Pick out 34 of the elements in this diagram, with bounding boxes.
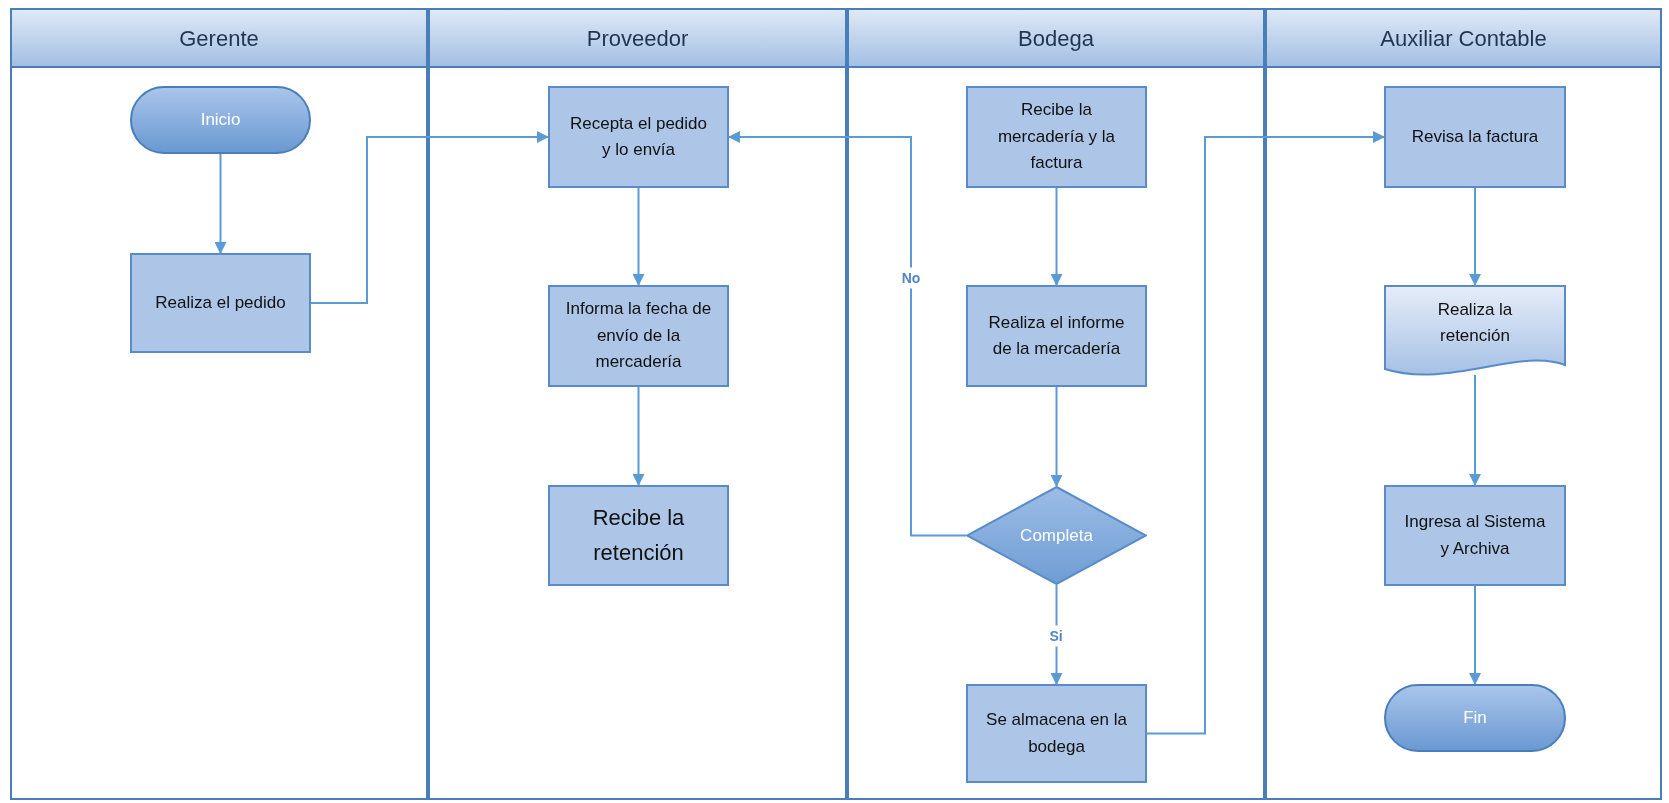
edge-label: Si (1047, 625, 1065, 647)
swimlane (847, 8, 1265, 800)
process-box: Ingresa al Sistema y Archiva (1384, 485, 1566, 586)
connector-arrow (632, 187, 645, 286)
terminator: Fin (1384, 684, 1566, 752)
edge-label: No (899, 267, 923, 289)
connector-arrow (1050, 386, 1063, 487)
decision-diamond: Completa (966, 486, 1147, 585)
terminator: Inicio (130, 86, 311, 154)
lane-header: Auxiliar Contable (1267, 10, 1660, 68)
connector-arrow (1050, 187, 1063, 286)
connector-arrow (632, 386, 645, 486)
process-box: Recibe la retención (548, 485, 729, 586)
connector-arrow (1050, 584, 1063, 685)
connector-arrow (1146, 131, 1385, 735)
lane-header: Proveedor (430, 10, 845, 68)
connector-arrow (728, 131, 967, 537)
connector-arrow (214, 153, 227, 254)
process-box: Realiza el pedido (130, 253, 311, 353)
swimlane (1265, 8, 1662, 800)
process-box: Informa la fecha de envío de la mercadería (548, 285, 729, 387)
process-box: Recepta el pedido y lo envía (548, 86, 729, 188)
swimlane (10, 8, 428, 800)
process-box: Se almacena en la bodega (966, 684, 1147, 783)
process-box: Revisa la factura (1384, 86, 1566, 188)
swimlane (428, 8, 847, 800)
process-box: Recibe la mercadería y la factura (966, 86, 1147, 188)
lane-header: Bodega (849, 10, 1263, 68)
connector-arrow (1469, 187, 1481, 286)
connector-arrow (310, 131, 549, 304)
lane-header: Gerente (12, 10, 426, 68)
connector-arrow (1469, 374, 1481, 486)
process-box: Realiza el informe de la mercadería (966, 285, 1147, 387)
connector-arrow (1469, 585, 1481, 685)
